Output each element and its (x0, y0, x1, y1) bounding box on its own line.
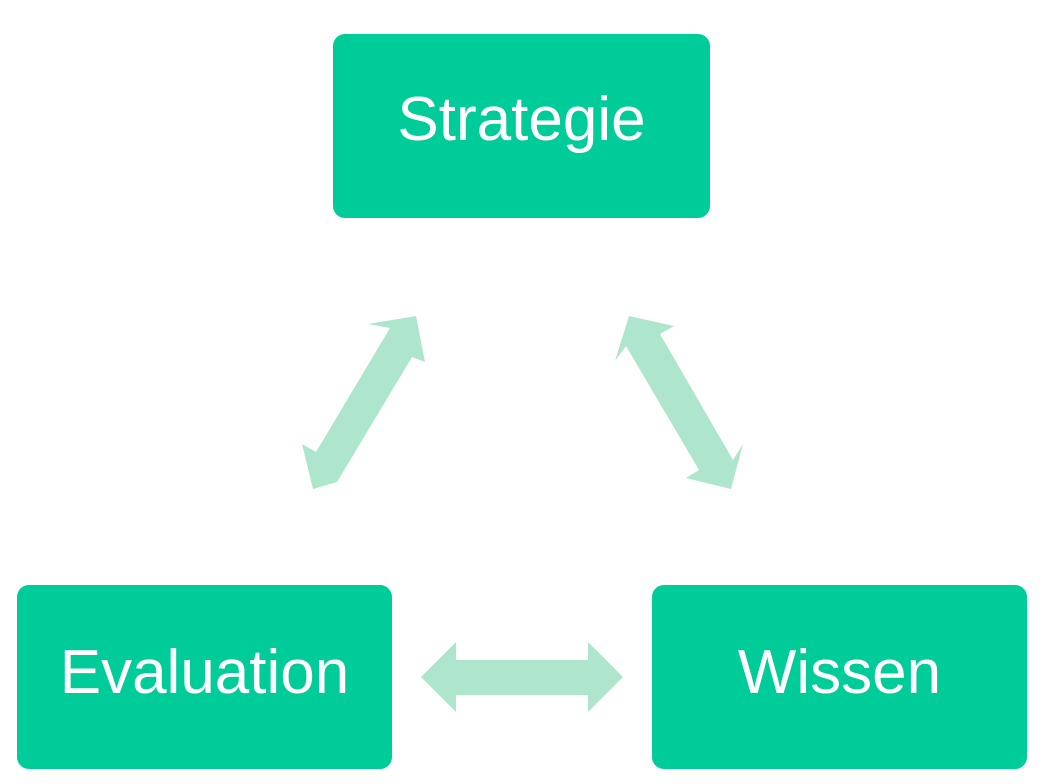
strategie-label: Strategie (397, 85, 646, 154)
wissen-node: Wissen (652, 585, 1027, 769)
evaluation-label: Evaluation (59, 638, 350, 707)
arrow-strategie-evaluation (302, 316, 425, 489)
arrow-strategie-wissen (615, 316, 743, 489)
strategie-node: Strategie (333, 34, 710, 218)
evaluation-node: Evaluation (17, 585, 392, 769)
arrow-evaluation-wissen (421, 642, 623, 712)
wissen-label: Wissen (737, 638, 942, 707)
